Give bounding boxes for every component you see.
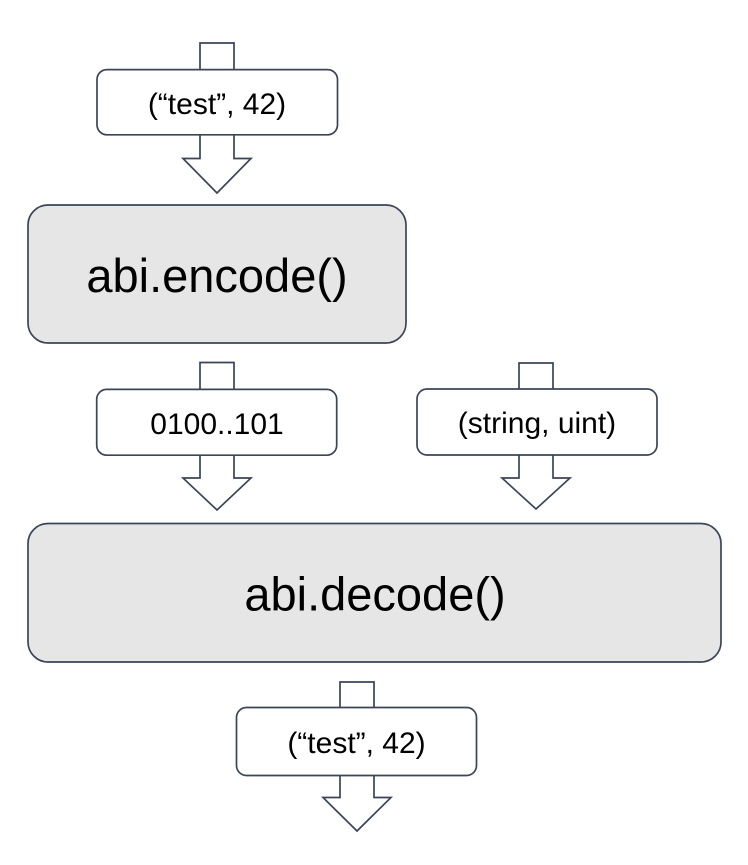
svg-text:0100..101: 0100..101	[150, 408, 283, 441]
svg-text:abi.decode(): abi.decode()	[244, 568, 505, 621]
svg-text:(“test”, 42): (“test”, 42)	[148, 88, 286, 121]
svg-text:(string, uint): (string, uint)	[458, 407, 616, 440]
svg-text:abi.encode(): abi.encode()	[86, 249, 347, 302]
svg-text:(“test”, 42): (“test”, 42)	[287, 727, 425, 760]
